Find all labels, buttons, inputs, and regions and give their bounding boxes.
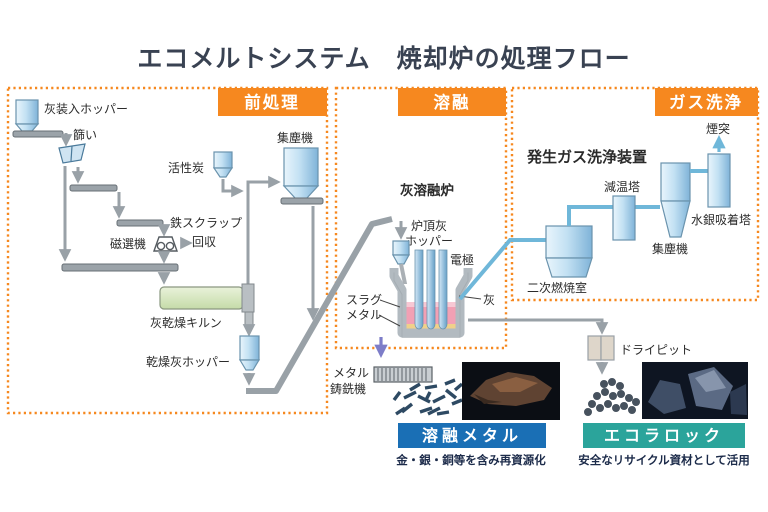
conveyor <box>116 219 164 227</box>
gas-cleaning-box <box>510 86 760 302</box>
iron-scrap-label-line1: 鉄スクラップ <box>170 215 242 230</box>
metal-pointer-line <box>378 314 401 327</box>
cooling-tower-icon <box>612 195 636 241</box>
mercury-tower-icon <box>707 153 731 208</box>
caster-label-line1: メタル <box>333 366 369 380</box>
dried-ash-hopper-icon <box>238 335 261 371</box>
magnetic-separator-icon <box>153 236 178 252</box>
pretreatment-box <box>6 86 329 415</box>
pretreatment-header-label: 前処理 <box>244 92 300 112</box>
rock-pebbles-icon <box>584 378 641 416</box>
slag-pointer-line <box>379 299 401 308</box>
sieve-icon <box>58 143 86 164</box>
dry-pit-label: ドライピット <box>620 343 692 357</box>
electrodes-icon <box>414 249 448 330</box>
caster-label-line2: 鋳銑機 <box>330 381 366 396</box>
ash-drying-kiln-label: 灰乾燥キルン <box>150 316 222 330</box>
gas-cleaning-header-label: ガス洗浄 <box>669 92 743 112</box>
electrode-label: 電極 <box>450 252 474 267</box>
conveyor <box>69 184 118 192</box>
flow-arrow <box>246 175 281 286</box>
secondary-combustion-chamber-label: 二次燃焼室 <box>527 280 587 295</box>
conveyor <box>12 130 64 138</box>
sieve-label: 篩い <box>73 127 97 142</box>
melting-header-label: 溶融 <box>434 92 471 112</box>
molten-metal-caption: 金・銀・銅等を含み再資源化 <box>395 453 546 467</box>
ash-charging-hopper-label: 灰装入ホッパー <box>44 102 128 116</box>
magnetic-separator-label: 磁選機 <box>110 236 146 251</box>
activated-carbon-hopper-icon <box>212 151 234 178</box>
ash-melting-furnace-label: 灰溶融炉 <box>400 182 454 198</box>
gas-cleaning-header: ガス洗浄 <box>655 88 758 116</box>
ash-label: 灰 <box>483 293 495 307</box>
metal-layer-label: メタル <box>346 308 382 322</box>
ash-charging-hopper-icon <box>14 99 40 132</box>
molten-metal-banner-label: 溶融メタル <box>422 426 522 445</box>
pretreatment-header: 前処理 <box>218 88 327 116</box>
conveyor <box>61 263 179 272</box>
furnace-top-hopper-icon <box>391 240 411 265</box>
ecola-rock-caption: 安全なリサイクル資材として活用 <box>578 453 750 467</box>
ecola-rock-banner-label: エコラロック <box>604 427 724 445</box>
iron-scrap-label-line2: 回収 <box>192 235 216 249</box>
dust-collector-label: 集塵機 <box>277 130 313 145</box>
furnace-top-hopper-label-line1: 炉頂灰 <box>411 219 447 233</box>
cyclone-dust-collector-icon <box>660 162 691 238</box>
secondary-combustion-chamber-icon <box>545 225 593 278</box>
gas-cleaning-equipment-title: 発生ガス洗浄装置 <box>526 148 647 166</box>
flow-arrow <box>221 179 244 198</box>
inclined-conveyor <box>246 216 393 394</box>
furnace-top-hopper-label-line2: ホッパー <box>405 234 453 248</box>
flow-arrow <box>468 318 609 335</box>
melting-header: 溶融 <box>398 88 506 116</box>
ecola-rock-banner <box>583 423 745 448</box>
furnace-gas-pipe <box>458 238 547 301</box>
dried-ash-hopper-label: 乾燥灰ホッパー <box>146 355 230 369</box>
metal-caster-icon <box>373 366 433 383</box>
molten-metal-banner <box>398 423 546 448</box>
mercury-tower-label: 水銀吸着塔 <box>691 212 751 227</box>
dust-collector-icon <box>280 147 324 205</box>
ecola-rock-photo <box>642 362 748 419</box>
dry-pit-icon <box>587 335 615 361</box>
molten-metal-photo <box>462 362 560 420</box>
slag-label: スラグ <box>346 293 382 307</box>
metal-pieces-icon <box>392 378 464 416</box>
stack-label: 煙突 <box>706 121 730 136</box>
cooling-tower-label: 減温塔 <box>604 179 640 194</box>
activated-carbon-label: 活性炭 <box>168 161 204 175</box>
page-title: エコメルトシステム 焼却炉の処理フロー <box>137 45 630 73</box>
melting-box <box>334 86 508 350</box>
ash-drying-kiln-icon <box>159 283 255 326</box>
cyclone-dust-collector-label: 集塵機 <box>652 241 688 256</box>
